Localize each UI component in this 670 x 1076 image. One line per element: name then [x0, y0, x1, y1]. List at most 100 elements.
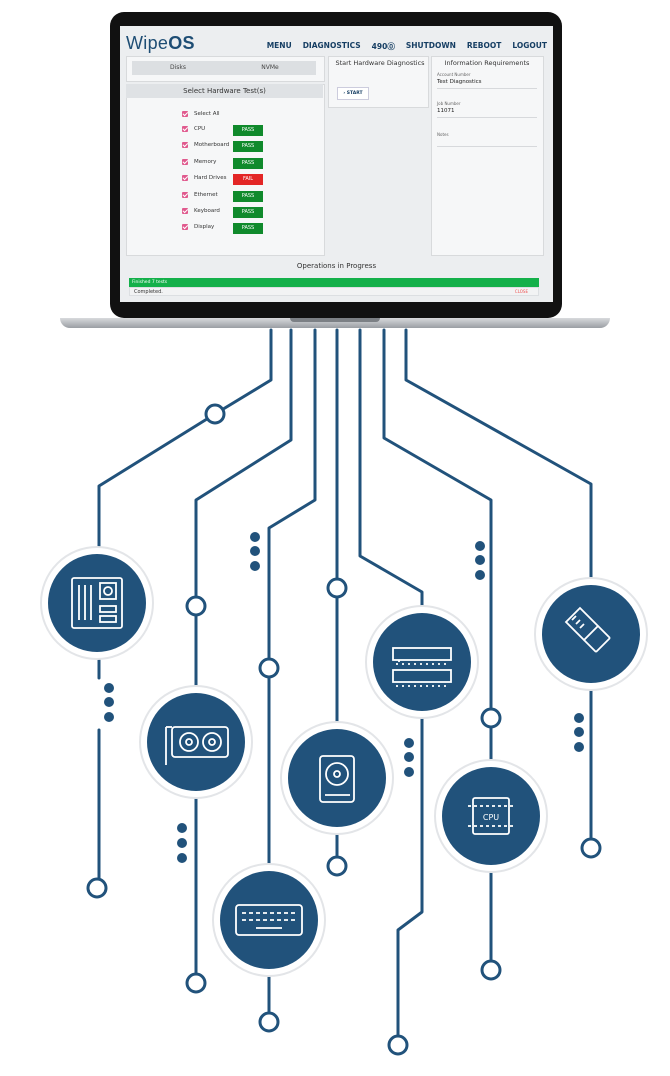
- account-number-field[interactable]: Test Diagnostics: [437, 79, 482, 85]
- badge-ethernet: [534, 577, 648, 691]
- test-checkbox[interactable]: [182, 208, 188, 214]
- top-navigation-bar: WipeOS MENU DIAGNOSTICS 490⓪ SHUTDOWN RE…: [120, 26, 553, 60]
- operations-title: Operations in Progress: [296, 262, 377, 270]
- trace-7: [404, 328, 593, 584]
- circuit-traces: [97, 328, 593, 1042]
- status-text: Completed.: [134, 289, 163, 295]
- trace-2: [194, 328, 293, 599]
- test-label: CPU: [194, 126, 206, 132]
- account-number-label: Account Number: [437, 72, 471, 77]
- badge-memory: [365, 605, 479, 719]
- nav-menu-item[interactable]: MENU: [266, 41, 292, 50]
- test-label: Ethernet: [194, 192, 218, 198]
- badge-hard-drive: [280, 721, 394, 835]
- circuit-nodes: [86, 403, 602, 1056]
- badge-motherboard: [40, 546, 154, 660]
- tab-nvme[interactable]: NVMe: [261, 64, 279, 71]
- nav-menu: MENU DIAGNOSTICS 490⓪ SHUTDOWN REBOOT LO…: [267, 41, 547, 52]
- test-result-badge: PASS: [233, 207, 263, 218]
- node: [326, 577, 348, 599]
- ethernet-cable-icon: [564, 606, 611, 653]
- test-checkbox[interactable]: [182, 224, 188, 230]
- test-checkbox[interactable]: [182, 175, 188, 181]
- app-logo: WipeOS: [126, 33, 195, 54]
- info-panel: [431, 56, 544, 256]
- node: [326, 855, 348, 877]
- node: [204, 403, 226, 425]
- test-row-cpu[interactable]: CPU PASS: [182, 125, 312, 136]
- test-row-hard-drives[interactable]: Hard Drives FAIL: [182, 174, 312, 185]
- test-result-badge: FAIL: [233, 174, 263, 185]
- test-result-badge: PASS: [233, 158, 263, 169]
- node: [258, 657, 280, 679]
- test-result-badge: PASS: [233, 191, 263, 202]
- badge-graphics-card: [139, 685, 253, 799]
- nav-diagnostics[interactable]: DIAGNOSTICS: [302, 41, 361, 50]
- divider: [437, 117, 537, 118]
- cpu-icon: [468, 797, 514, 835]
- trace-3: [267, 328, 317, 662]
- node: [185, 595, 207, 617]
- node: [480, 959, 502, 981]
- test-row-memory[interactable]: Memory PASS: [182, 158, 312, 169]
- test-result-badge: PASS: [233, 223, 263, 234]
- job-number-label: Job Number: [437, 101, 461, 106]
- cpu-icon-label: CPU: [483, 813, 499, 822]
- graphics-card-icon: [165, 726, 229, 765]
- motherboard-icon: [71, 577, 123, 629]
- test-result-badge: PASS: [233, 125, 263, 136]
- keyboard-icon: [235, 904, 303, 936]
- start-button[interactable]: › START: [337, 87, 369, 100]
- test-checkbox[interactable]: [182, 126, 188, 132]
- notes-field[interactable]: [437, 146, 537, 147]
- logo-os: OS: [168, 33, 195, 53]
- info-title: Information Requirements: [444, 59, 530, 67]
- test-label: Memory: [194, 159, 217, 165]
- divider: [437, 88, 537, 89]
- node: [580, 837, 602, 859]
- tab-disks[interactable]: Disks: [169, 64, 186, 71]
- node: [185, 972, 207, 994]
- nav-reboot[interactable]: REBOOT: [466, 41, 502, 50]
- node: [480, 707, 502, 729]
- laptop-notch: [290, 318, 380, 322]
- test-label: Display: [194, 224, 215, 230]
- job-number-field[interactable]: 11071: [437, 108, 455, 114]
- memory-ram-icon: [392, 647, 452, 687]
- hardware-test-panel: [126, 84, 325, 256]
- trace-6: [382, 328, 493, 712]
- nav-shutdown[interactable]: SHUTDOWN: [405, 41, 456, 50]
- test-row-display[interactable]: Display PASS: [182, 223, 312, 234]
- select-all-checkbox[interactable]: [182, 111, 188, 117]
- test-result-badge: PASS: [233, 141, 263, 152]
- hardware-test-title: Select Hardware Test(s): [126, 84, 323, 98]
- operations-progress-bar: Finished 7 tests: [129, 278, 539, 287]
- test-checkbox[interactable]: [182, 192, 188, 198]
- nav-logout[interactable]: LOGOUT: [512, 41, 547, 50]
- close-link[interactable]: CLOSE: [514, 289, 528, 294]
- logo-text: Wipe: [126, 33, 169, 53]
- test-label: Motherboard: [194, 142, 230, 148]
- test-label: Keyboard: [194, 208, 220, 214]
- test-row-motherboard[interactable]: Motherboard PASS: [182, 141, 312, 152]
- node: [86, 877, 108, 899]
- laptop-screen: WipeOS MENU DIAGNOSTICS 490⓪ SHUTDOWN RE…: [120, 26, 553, 302]
- dot-groups: [104, 532, 584, 863]
- trace-5: [358, 328, 424, 1042]
- hard-drive-icon: [319, 755, 355, 803]
- test-row-ethernet[interactable]: Ethernet PASS: [182, 191, 312, 202]
- nav-490[interactable]: 490⓪: [371, 42, 395, 51]
- disks-tabs: Disks NVMe: [132, 61, 316, 75]
- test-row-keyboard[interactable]: Keyboard PASS: [182, 207, 312, 218]
- trace-1: [97, 328, 273, 574]
- test-label: Hard Drives: [194, 175, 227, 181]
- test-checkbox[interactable]: [182, 142, 188, 148]
- select-all-row[interactable]: Select All: [182, 110, 312, 121]
- node: [258, 1011, 280, 1033]
- laptop-base: [60, 318, 610, 328]
- progress-text: Finished 7 tests: [132, 280, 168, 285]
- badge-keyboard: [212, 863, 326, 977]
- test-checkbox[interactable]: [182, 159, 188, 165]
- badge-cpu: CPU: [434, 759, 548, 873]
